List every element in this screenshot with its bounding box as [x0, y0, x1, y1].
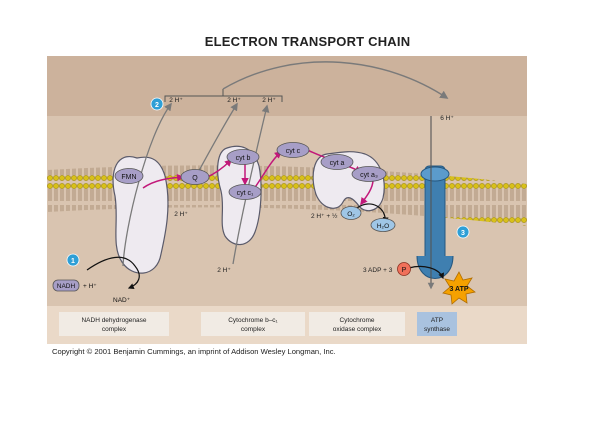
nadh-dehydrogenase-protein — [112, 156, 169, 274]
nadh-box — [52, 279, 80, 292]
atp-synthase-base — [416, 255, 454, 279]
step-badge-1 — [66, 253, 80, 267]
nadh-oxidation-arrow — [86, 256, 140, 289]
nadh-plus-h-label: + H⁺ — [83, 283, 97, 290]
cyt-c1-label: cyt c₁ — [237, 190, 254, 197]
proton-label-top-2: 2 H⁺ — [227, 97, 241, 104]
cyt-b-carrier — [226, 149, 260, 165]
complex-subname-cytochrome-bc1: complex — [241, 326, 266, 333]
adp-label: 3 ADP + 3 — [363, 267, 393, 274]
atp-burst-icon — [442, 271, 476, 305]
atp-synthesis-arrow — [408, 265, 444, 280]
phosphate-icon — [397, 262, 411, 276]
complex-box-nadh-dehydrogenase — [59, 312, 169, 336]
phosphate-label: P — [402, 267, 407, 274]
complex-name-nadh-dehydrogenase: NADH dehydrogenase — [81, 317, 146, 324]
complex-box-cytochrome-oxidase — [309, 312, 405, 336]
proton-label-matrix-2: 2 H⁺ — [217, 267, 231, 274]
oxygen-molecule — [340, 206, 362, 220]
fmn-label: FMN — [121, 174, 136, 181]
q-carrier — [180, 169, 210, 185]
oxygen-label: O₂ — [347, 211, 355, 218]
complex-subname-nadh-dehydrogenase: complex — [102, 326, 127, 333]
cyt-b-label: cyt b — [236, 155, 251, 162]
proton-label-top-3: 2 H⁺ — [262, 97, 276, 104]
fmn-carrier — [114, 168, 144, 184]
complex-name-atp-synthase: ATP — [431, 317, 443, 324]
proton-label-oxygen-side: 2 H⁺ + ½ — [311, 212, 338, 220]
water-label: H₂O — [377, 223, 389, 230]
complex-subname-atp-synthase: synthase — [424, 326, 450, 333]
complex-subname-cytochrome-oxidase: oxidase complex — [333, 326, 382, 333]
atp-synthase-head — [420, 166, 450, 182]
copyright-text: Copyright © 2001 Benjamin Cummings, an i… — [52, 347, 336, 356]
step-badge-2 — [150, 97, 164, 111]
inner-membrane — [47, 165, 527, 226]
q-label: Q — [192, 175, 198, 182]
proton-label-matrix-1: 2 H⁺ — [174, 211, 188, 218]
proton-bracket — [164, 89, 283, 102]
cyt-c-label: cyt c — [286, 148, 301, 155]
step-number-2: 2 — [155, 102, 159, 109]
proton-overflow-arrow — [222, 61, 449, 99]
cyt-c-carrier — [276, 142, 310, 158]
cyt-a3-label: cyt a₃ — [360, 172, 378, 179]
proton-pump-arrow-1 — [122, 102, 172, 267]
step-number-1: 1 — [71, 258, 75, 265]
diagram-title: ELECTRON TRANSPORT CHAIN — [204, 34, 411, 49]
complex-name-cytochrome-bc1: Cytochrome b–c₁ — [228, 317, 278, 324]
complex-name-cytochrome-oxidase: Cytochrome — [339, 317, 374, 324]
cyt-a-carrier — [320, 154, 354, 170]
intermembrane-space-band — [47, 56, 527, 116]
complex-box-atp-synthase — [417, 312, 457, 336]
cyt-c1-carrier — [228, 184, 262, 200]
nad-label: NAD⁺ — [113, 297, 130, 304]
water-molecule — [370, 218, 396, 232]
electron-flow-arrow-7 — [360, 179, 374, 206]
cyt-a3-carrier — [351, 166, 387, 182]
step-badge-3 — [456, 225, 470, 239]
nadh-label: NADH — [57, 283, 76, 290]
atp-label: 3 ATP — [449, 286, 468, 293]
complex-box-cytochrome-bc1 — [201, 312, 305, 336]
proton-label-top-right: 6 H⁺ — [440, 115, 454, 122]
cyt-a-label: cyt a — [330, 160, 345, 167]
step-number-3: 3 — [461, 230, 465, 237]
proton-label-top-1: 2 H⁺ — [169, 97, 183, 104]
etc-diagram: FMN Q cyt b cyt c₁ cyt c cyt a cyt a₃ O₂… — [47, 56, 527, 344]
